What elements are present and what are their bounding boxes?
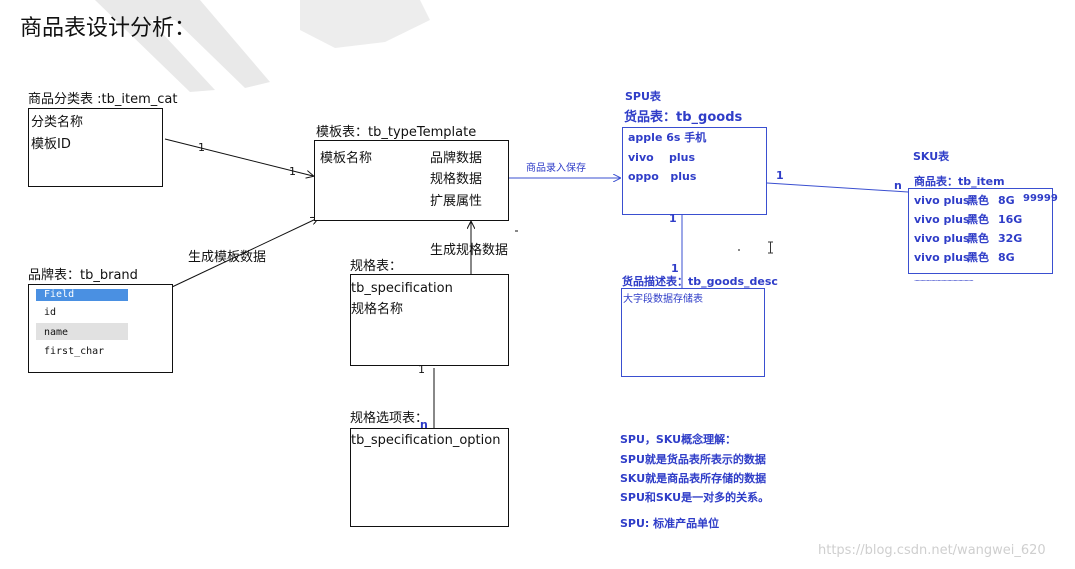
item-row-color: 黑色 [967, 213, 989, 226]
goods-desc-box [621, 288, 765, 377]
item-row-color: 黑色 [967, 251, 989, 264]
item-row-name: vivo plus [914, 251, 970, 264]
goods-title: 货品表：tb_goods [624, 110, 743, 125]
spec-option-name: tb_specification_option [351, 433, 501, 448]
item-row-name: vivo plus [914, 194, 970, 207]
spec-option-title: 规格选项表： [350, 411, 429, 426]
goods-entry-label: 商品录入保存 [526, 163, 586, 174]
specification-title: 规格表： [350, 259, 403, 274]
source-watermark: https://blog.csdn.net/wangwei_620 [818, 543, 1046, 558]
item-row-mem: 16G [998, 213, 1023, 226]
cardinality-label: 1 [289, 165, 296, 178]
specification-field: 规格名称 [351, 302, 404, 317]
gen-template-label: 生成模板数据 [188, 250, 267, 265]
type-template-box [314, 140, 509, 221]
cardinality-label: 1 [671, 262, 679, 275]
specification-name: tb_specification [351, 281, 453, 296]
gen-spec-label: 生成规格数据 [430, 243, 509, 258]
concept-note: SPU就是货品表所表示的数据 [620, 453, 766, 466]
item-title: 商品表：tb_item [914, 175, 1005, 188]
type-template-field: 规格数据 [430, 172, 483, 187]
item-box [908, 188, 1053, 274]
cardinality-label: 1 [198, 141, 205, 154]
goods-box [622, 127, 767, 215]
brand-row-highlight [36, 323, 128, 340]
goods-row: vivo plus [628, 151, 696, 164]
page-heading: 商品表设计分析： [20, 16, 197, 41]
cardinality-label: n [420, 418, 428, 431]
spec-option-box [350, 428, 509, 527]
spu-section-label: SPU表 [625, 90, 661, 103]
item-row-mem: 8G [998, 251, 1015, 264]
concept-note: SKU就是商品表所存储的数据 [620, 472, 767, 485]
goods-row: apple 6s 手机 [628, 131, 707, 144]
cardinality-label: 1 [418, 363, 425, 376]
goods-row: oppo plus [628, 170, 697, 183]
item-cat-field: 模板ID [31, 137, 71, 152]
goods-desc-title: 货品描述表：tb_goods_desc [622, 275, 778, 288]
cardinality-label: 1 [776, 169, 784, 182]
brand-field: Field [44, 289, 75, 300]
item-row-color: 黑色 [967, 194, 989, 207]
item-row-mem: 8G [998, 194, 1015, 207]
item-cat-field: 分类名称 [31, 115, 84, 130]
goods-desc-text: 大字段数据存储表 [623, 294, 703, 305]
cardinality-label: n [894, 179, 902, 192]
cardinality-label: 1 [669, 212, 677, 225]
concept-note: SPU: 标准产品单位 [620, 517, 720, 530]
sku-section-label: SKU表 [913, 150, 950, 163]
concept-note: SPU，SKU概念理解： [620, 433, 737, 446]
type-template-name-field: 模板名称 [320, 151, 373, 166]
item-row-extra: 99999 [1023, 193, 1058, 204]
specification-box [350, 274, 509, 366]
item-cat-title: 商品分类表 :tb_item_cat [28, 92, 178, 107]
brand-field: id [44, 307, 57, 318]
item-row-name: vivo plus [914, 213, 970, 226]
brand-field: name [44, 327, 69, 338]
item-cat-box [28, 108, 163, 187]
type-template-title: 模板表：tb_typeTemplate [316, 125, 477, 140]
type-template-field: 扩展属性 [430, 194, 483, 209]
concept-note: SPU和SKU是一对多的关系。 [620, 491, 770, 504]
brand-field: first_char [44, 346, 105, 357]
item-row-color: 黑色 [967, 232, 989, 245]
brand-title: 品牌表：tb_brand [28, 268, 138, 283]
item-row-name: vivo plus [914, 232, 970, 245]
item-row-mem: 32G [998, 232, 1023, 245]
brand-field-header-highlight [36, 289, 128, 301]
type-template-field: 品牌数据 [430, 151, 483, 166]
item-dotted-line: ........................................… [914, 275, 974, 283]
